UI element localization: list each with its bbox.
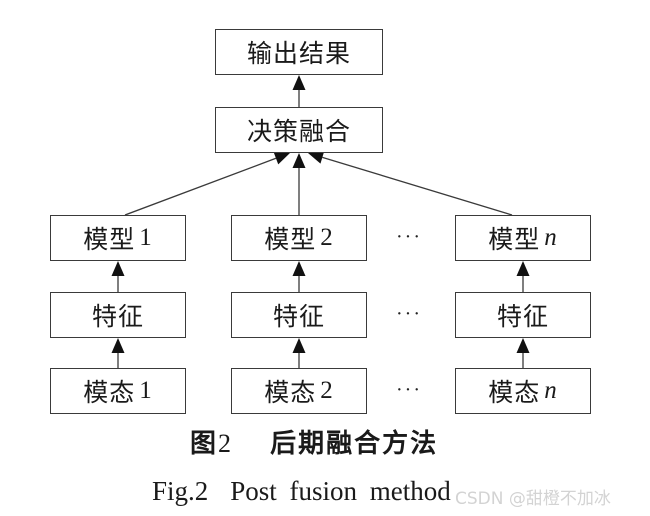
ellipsis-modality-row: ···: [396, 379, 422, 401]
arrow-feature-to-model-n: [516, 261, 530, 292]
arrow-feature-to-model-2: [292, 261, 306, 292]
arrow-modality-to-feature-n: [516, 338, 530, 368]
caption-cn-number: 2: [218, 429, 234, 458]
feature-label: 特征: [91, 302, 144, 331]
decision-fusion-box: 决策融合: [215, 107, 383, 153]
modality-index: n: [544, 377, 558, 404]
decision-fusion-label: 决策融合: [246, 117, 351, 146]
caption-en-title: Post fusion method: [230, 476, 451, 506]
caption-chinese: 图2 后期融合方法: [190, 423, 438, 460]
model-label: 模型: [488, 225, 541, 254]
arrow-fusion-to-output: [292, 75, 306, 107]
arrowhead: [308, 151, 325, 164]
arrow-feature-to-model-1: [111, 261, 125, 292]
arrow-modality-to-feature-1: [111, 338, 125, 368]
caption-cn-title: 后期融合方法: [270, 429, 439, 459]
feature-box-n: 特征: [455, 292, 591, 338]
watermark: CSDN @甜橙不加冰: [455, 489, 611, 509]
feature-box-1: 特征: [50, 292, 186, 338]
model-index: 1: [139, 224, 153, 251]
arrowhead: [292, 338, 306, 353]
arrow-model2-to-fusion: [292, 153, 306, 215]
arrowhead: [273, 152, 290, 165]
feature-label: 特征: [272, 302, 325, 331]
feature-label: 特征: [496, 302, 549, 331]
arrowhead: [111, 261, 125, 276]
modality-label: 模态: [488, 378, 541, 407]
modality-index: 1: [139, 377, 153, 404]
modality-index: 2: [320, 377, 334, 404]
ellipsis-feature-row: ···: [396, 303, 422, 325]
arrowhead: [111, 338, 125, 353]
output-result-label: 输出结果: [246, 39, 351, 68]
caption-en-figure-label: Fig.2: [152, 476, 209, 506]
caption-english: Fig.2 Post fusion method: [152, 476, 451, 507]
arrow-modality-to-feature-2: [292, 338, 306, 368]
model-label: 模型: [83, 225, 136, 254]
modality-label: 模态: [264, 378, 317, 407]
model-index: 2: [320, 224, 334, 251]
modality-label: 模态: [83, 378, 136, 407]
arrowhead: [516, 338, 530, 353]
feature-box-2: 特征: [231, 292, 367, 338]
arrowhead: [292, 261, 306, 276]
ellipsis-model-row: ···: [396, 226, 422, 248]
arrowhead: [292, 75, 306, 90]
model-index: n: [544, 224, 558, 251]
model-label: 模型: [264, 225, 317, 254]
arrow-model1-to-fusion: [124, 152, 290, 216]
arrowhead: [516, 261, 530, 276]
output-result-box: 输出结果: [215, 29, 383, 75]
arrowhead: [292, 153, 306, 168]
caption-cn-figure-label: 图2: [190, 429, 259, 459]
caption-cn-fig: 图: [190, 429, 219, 459]
arrow-modeln-to-fusion: [308, 151, 513, 216]
